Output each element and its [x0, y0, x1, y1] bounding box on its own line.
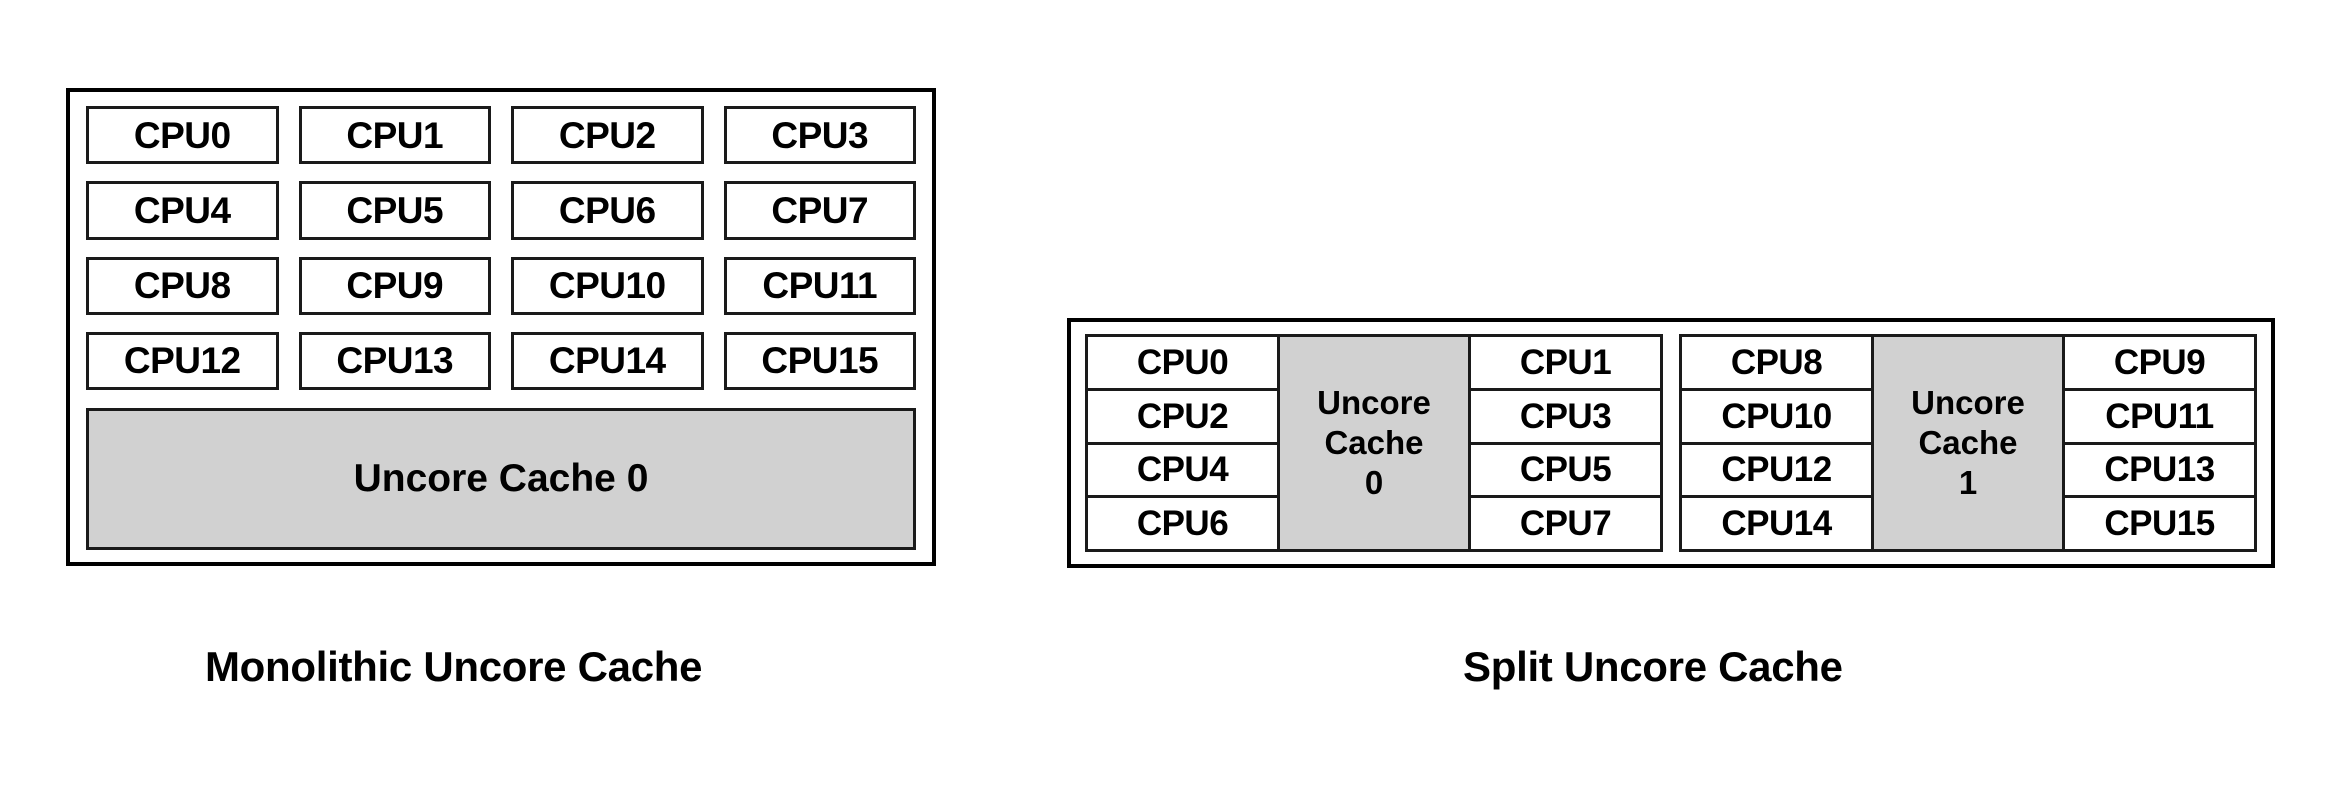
- cpu-cell: CPU10: [1682, 390, 1871, 445]
- cpu-cell: CPU7: [1471, 498, 1660, 549]
- monolithic-caption: Monolithic Uncore Cache: [205, 643, 703, 690]
- cpu-column-left: CPU8 CPU10 CPU12 CPU14: [1682, 337, 1874, 549]
- cpu-cell: CPU8: [86, 256, 279, 315]
- uncore-cache-line-2: Cache: [1324, 423, 1424, 461]
- monolithic-uncore-diagram: CPU0 CPU1 CPU2 CPU3 CPU4 CPU5 CPU6 CPU7 …: [66, 88, 936, 566]
- cpu-column-right: CPU1 CPU3 CPU5 CPU7: [1468, 337, 1660, 549]
- uncore-cache-line-2: Cache: [1918, 423, 2018, 461]
- split-caption: Split Uncore Cache: [1463, 643, 1843, 690]
- cpu-cell: CPU6: [1088, 498, 1277, 549]
- cpu-cell: CPU3: [723, 106, 916, 165]
- uncore-cache-index: 1: [1958, 464, 1978, 502]
- monolithic-cpu-grid: CPU0 CPU1 CPU2 CPU3 CPU4 CPU5 CPU6 CPU7 …: [86, 106, 916, 390]
- uncore-cache-index: 0: [1364, 464, 1384, 502]
- cpu-cell: CPU10: [511, 256, 704, 315]
- cpu-cell: CPU0: [86, 106, 279, 165]
- cpu-cell: CPU9: [2065, 337, 2254, 391]
- cpu-cell: CPU12: [1682, 444, 1871, 499]
- split-group: CPU8 CPU10 CPU12 CPU14 Uncore Cache 1 CP…: [1679, 334, 2257, 552]
- cpu-cell: CPU2: [511, 106, 704, 165]
- cpu-cell: CPU1: [298, 106, 491, 165]
- cpu-cell: CPU4: [1088, 444, 1277, 499]
- cpu-cell: CPU14: [511, 331, 704, 390]
- uncore-cache-line-1: Uncore: [1317, 383, 1431, 421]
- cpu-column-left: CPU0 CPU2 CPU4 CPU6: [1088, 337, 1280, 549]
- cpu-cell: CPU14: [1682, 498, 1871, 549]
- split-group: CPU0 CPU2 CPU4 CPU6 Uncore Cache 0 CPU1 …: [1085, 334, 1663, 552]
- cpu-cell: CPU5: [1471, 444, 1660, 499]
- uncore-cache-line-1: Uncore: [1911, 383, 2025, 421]
- cpu-cell: CPU1: [1471, 337, 1660, 391]
- cpu-cell: CPU6: [511, 181, 704, 240]
- cpu-cell: CPU12: [86, 331, 279, 390]
- uncore-cache-block: Uncore Cache 0: [1280, 337, 1468, 549]
- cpu-cell: CPU13: [298, 331, 491, 390]
- cpu-cell: CPU11: [723, 256, 916, 315]
- cpu-cell: CPU2: [1088, 390, 1277, 445]
- cpu-column-right: CPU9 CPU11 CPU13 CPU15: [2062, 337, 2254, 549]
- cpu-cell: CPU13: [2065, 444, 2254, 499]
- split-uncore-diagram: CPU0 CPU2 CPU4 CPU6 Uncore Cache 0 CPU1 …: [1067, 318, 2275, 568]
- cpu-cell: CPU8: [1682, 337, 1871, 391]
- cpu-cell: CPU5: [298, 181, 491, 240]
- cpu-cell: CPU9: [298, 256, 491, 315]
- uncore-cache-block: Uncore Cache 0: [86, 408, 916, 550]
- uncore-cache-block: Uncore Cache 1: [1874, 337, 2062, 549]
- cpu-cell: CPU15: [2065, 498, 2254, 549]
- cpu-cell: CPU3: [1471, 390, 1660, 445]
- cpu-cell: CPU15: [723, 331, 916, 390]
- cpu-cell: CPU0: [1088, 337, 1277, 391]
- cpu-cell: CPU4: [86, 181, 279, 240]
- cpu-cell: CPU7: [723, 181, 916, 240]
- cpu-cell: CPU11: [2065, 390, 2254, 445]
